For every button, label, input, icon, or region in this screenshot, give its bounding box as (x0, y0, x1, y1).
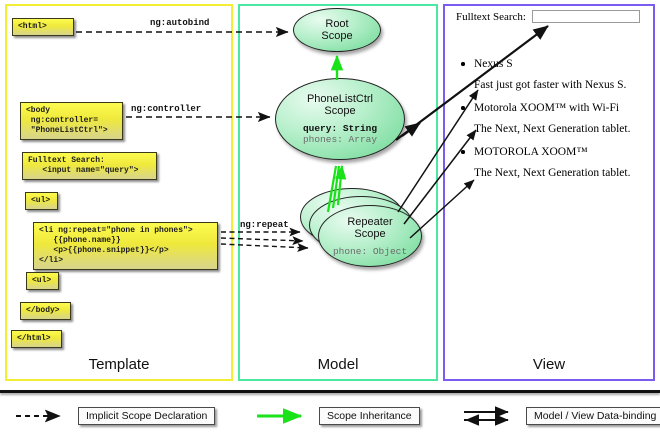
phone-name: Nexus S (474, 58, 513, 70)
scope-root: Root Scope (293, 8, 381, 52)
bullet-icon (461, 150, 465, 154)
view-search-row: Fulltext Search: (452, 10, 648, 23)
edge-label-autobind: ng:autobind (150, 18, 210, 28)
legend-label-model-view-data-binding: Model / View Data-binding (526, 407, 660, 425)
scope-repeater-title-line1: Repeater (347, 215, 393, 228)
template-box-body-close: </body> (20, 302, 71, 320)
template-box-li-repeat: <li ng:repeat="phone in phones"> {{phone… (33, 222, 218, 270)
scope-repeater-vars: phone: Object (333, 246, 407, 257)
scope-phonelistctrl-title-line1: PhoneListCtrl (306, 93, 374, 105)
column-label-model: Model (317, 356, 359, 373)
column-label-template: Template (88, 356, 150, 373)
scope-root-title-line2: Scope (321, 30, 353, 42)
bottom-divider (0, 390, 660, 393)
scope-phonelistctrl-title-line2: Scope (324, 105, 356, 117)
scope-repeater: Repeater Scope phone: Object (318, 205, 422, 267)
template-box-body-open: <body ng:controller= "PhoneListCtrl"> (20, 102, 123, 140)
view-content: Fulltext Search: Nexus S Fast just got f… (452, 10, 648, 189)
scope-var-phones: phones: Array (302, 134, 378, 145)
phone-snippet: The Next, Next Generation tablet. (474, 123, 631, 135)
phone-name: MOTOROLA XOOM™ (474, 146, 588, 158)
legend-item-model-view-data-binding: Model / View Data-binding (462, 406, 660, 426)
view-phone-list: Nexus S Fast just got faster with Nexus … (452, 57, 648, 180)
list-item: Nexus S Fast just got faster with Nexus … (452, 57, 648, 92)
green-arrow-icon (257, 408, 303, 424)
bullet-icon (461, 62, 465, 66)
legend-label-implicit-scope-declaration: Implicit Scope Declaration (78, 407, 216, 425)
edge-label-controller: ng:controller (131, 104, 202, 114)
legend-label-scope-inheritance: Scope Inheritance (319, 407, 420, 425)
edge-label-repeat: ng:repeat (240, 220, 289, 230)
phone-name: Motorola XOOM™ with Wi-Fi (474, 102, 620, 114)
scope-var-phone: phone: Object (332, 245, 408, 257)
template-box-html-open: <html> (12, 18, 74, 36)
list-item: MOTOROLA XOOM™ The Next, Next Generation… (452, 145, 648, 180)
bullet-icon (461, 106, 465, 110)
template-box-ul-open: <ul> (25, 192, 58, 210)
view-search-label: Fulltext Search: (456, 10, 526, 23)
legend: Implicit Scope Declaration Scope Inherit… (0, 404, 660, 430)
double-arrow-icon (464, 406, 509, 426)
dashed-arrow-icon (16, 409, 61, 423)
scope-root-title-line1: Root (325, 18, 349, 30)
list-item: Motorola XOOM™ with Wi-Fi The Next, Next… (452, 101, 648, 136)
template-box-fulltext-search: Fulltext Search: <input name="query"> (22, 152, 157, 180)
view-search-input[interactable] (531, 10, 640, 23)
column-label-view: View (532, 356, 566, 373)
phone-snippet: Fast just got faster with Nexus S. (474, 79, 627, 91)
template-box-html-close: </html> (11, 330, 62, 348)
scope-phonelistctrl-vars: query: String phones: Array (303, 123, 377, 145)
phone-snippet: The Next, Next Generation tablet. (474, 167, 631, 179)
scope-var-query: query: String (302, 123, 378, 134)
legend-item-implicit-scope-declaration: Implicit Scope Declaration (14, 406, 216, 426)
template-box-ul-close: <ul> (26, 272, 59, 290)
scope-phonelistctrl: PhoneListCtrl Scope query: String phones… (275, 78, 405, 160)
scope-repeater-title-line2: Scope (354, 227, 386, 240)
legend-item-scope-inheritance: Scope Inheritance (255, 406, 420, 426)
